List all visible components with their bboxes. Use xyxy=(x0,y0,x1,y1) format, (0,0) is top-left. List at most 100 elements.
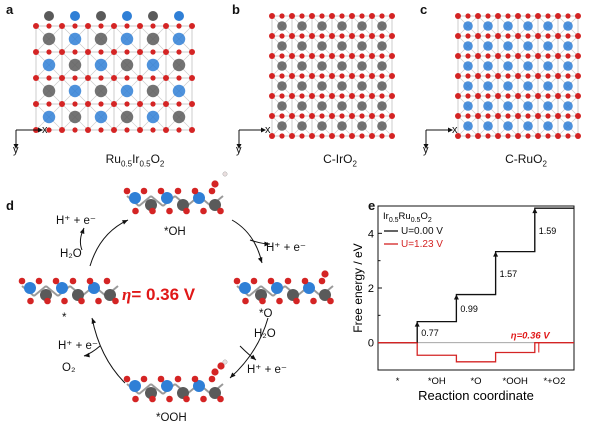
ru-atom xyxy=(193,192,205,204)
o-atom xyxy=(339,53,345,59)
ir-atom xyxy=(297,61,307,71)
o-atom xyxy=(565,53,571,59)
o-atom xyxy=(309,73,315,79)
ru-atom xyxy=(543,21,553,31)
ru-atom xyxy=(129,192,141,204)
o-atom xyxy=(359,93,365,99)
ru-atom xyxy=(483,21,493,31)
o-atom xyxy=(515,133,521,139)
o-atom xyxy=(319,133,325,139)
o-atom xyxy=(149,207,156,215)
ru-atom xyxy=(129,380,141,392)
o-atom xyxy=(319,53,325,59)
o-atom xyxy=(575,133,581,139)
step-value-label: 1.59 xyxy=(539,226,557,236)
o-atom xyxy=(163,127,169,133)
o-atom xyxy=(183,207,190,215)
o-atom xyxy=(176,49,182,55)
ru-atom xyxy=(271,282,283,294)
o-atom xyxy=(505,73,511,79)
ir-atom xyxy=(146,32,160,46)
bond xyxy=(150,383,164,395)
panel-b-x-label: x xyxy=(265,124,271,136)
o-atom xyxy=(369,53,375,59)
ru-atom xyxy=(483,61,493,71)
o-atom xyxy=(545,33,551,39)
o-atom xyxy=(140,375,148,383)
step-value-label: 1.57 xyxy=(500,269,518,279)
o-atom xyxy=(329,133,335,139)
o-atom xyxy=(191,375,199,383)
ir-atom xyxy=(94,32,108,46)
ru-atom xyxy=(463,121,473,131)
o-atom xyxy=(515,93,521,99)
ir-atom xyxy=(42,32,56,46)
o-atom xyxy=(475,33,481,39)
ru-atom xyxy=(68,32,82,46)
o-atom xyxy=(85,101,91,107)
series-u123-line xyxy=(378,342,574,363)
o-atom xyxy=(475,53,481,59)
ru-atom xyxy=(543,81,553,91)
o-atom xyxy=(299,133,305,139)
o-atom xyxy=(269,133,275,139)
ru-atom xyxy=(543,41,553,51)
ru-atom xyxy=(563,121,573,131)
o-atom xyxy=(465,133,471,139)
ir-atom xyxy=(357,21,367,31)
o-atom xyxy=(44,297,51,305)
ru-atom xyxy=(146,58,160,72)
ru-atom xyxy=(523,41,533,51)
legend-title: Ir0.5Ru0.5O2 xyxy=(383,211,432,224)
o-atom xyxy=(369,93,375,99)
o-atom xyxy=(389,13,395,19)
x-tick-label: * xyxy=(396,376,400,387)
ir-atom xyxy=(277,61,287,71)
arrow-head xyxy=(91,318,97,324)
panel-c-x-label: x xyxy=(452,124,458,136)
o-atom xyxy=(137,23,143,29)
ir-atom xyxy=(337,81,347,91)
o-atom xyxy=(33,101,39,107)
o-atom xyxy=(369,33,375,39)
ru-atom xyxy=(523,81,533,91)
o-atom xyxy=(132,395,139,403)
ir-atom xyxy=(277,81,287,91)
o-atom xyxy=(525,93,531,99)
ru-atom xyxy=(563,101,573,111)
o-atom xyxy=(495,133,501,139)
o-atom xyxy=(379,13,385,19)
o-atom xyxy=(465,93,471,99)
ru-atom xyxy=(120,84,134,98)
o-atom xyxy=(319,113,325,119)
o-atom xyxy=(359,73,365,79)
ir-atom xyxy=(319,289,331,301)
o-atom xyxy=(475,133,481,139)
ru-atom xyxy=(523,101,533,111)
o-atom xyxy=(485,73,491,79)
ru-atom xyxy=(120,32,134,46)
step-top-right-out: H⁺ + e⁻ xyxy=(266,242,306,254)
o-atom xyxy=(465,113,471,119)
o-atom xyxy=(299,113,305,119)
arrow-head xyxy=(250,354,256,360)
o-atom xyxy=(191,187,199,195)
o-atom xyxy=(124,75,130,81)
o-atom xyxy=(157,187,165,195)
arrow-head xyxy=(84,352,90,358)
ir-atom xyxy=(317,81,327,91)
o-atom xyxy=(339,13,345,19)
o-atom xyxy=(389,113,395,119)
step-value-label: 0.99 xyxy=(460,304,478,314)
legend-entry: U=0.00 V xyxy=(401,226,443,237)
o-atom xyxy=(535,133,541,139)
o-atom xyxy=(95,297,102,305)
o-atom xyxy=(505,133,511,139)
ru-atom xyxy=(563,81,573,91)
o-atom xyxy=(289,33,295,39)
ir-atom xyxy=(209,387,221,399)
o-atom xyxy=(495,93,501,99)
ir-atom xyxy=(40,289,52,301)
bond xyxy=(138,383,152,395)
o-atom xyxy=(495,113,501,119)
